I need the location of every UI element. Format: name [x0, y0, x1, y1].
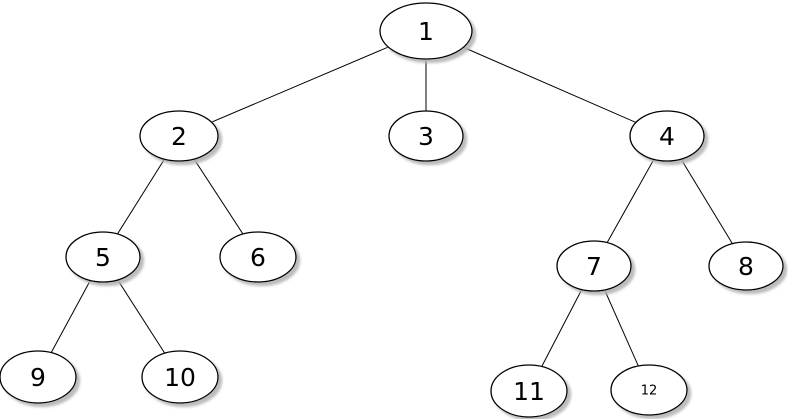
tree-node-11[interactable]: 11 — [490, 364, 568, 418]
node-ellipse — [379, 2, 473, 60]
node-label: 5 — [95, 243, 111, 272]
node-ellipse — [0, 350, 77, 404]
tree-node-5[interactable]: 5 — [65, 231, 141, 283]
node-label: 1 — [418, 17, 434, 46]
node-ellipse — [708, 241, 784, 291]
node-ellipse — [629, 110, 705, 162]
tree-node-7[interactable]: 7 — [556, 240, 632, 292]
tree-node-10[interactable]: 10 — [141, 350, 219, 404]
node-label: 2 — [171, 122, 187, 151]
node-label: 6 — [250, 243, 266, 272]
node-ellipse — [139, 110, 219, 162]
node-ellipse — [219, 231, 297, 283]
tree-node-1[interactable]: 1 — [379, 2, 473, 60]
node-label: 4 — [659, 122, 675, 151]
edge-layer — [37, 30, 747, 392]
node-ellipse — [610, 364, 688, 416]
edge-1-4 — [425, 30, 668, 137]
node-ellipse — [141, 350, 219, 404]
tree-node-4[interactable]: 4 — [629, 110, 705, 162]
tree-node-3[interactable]: 3 — [388, 110, 464, 162]
node-label: 11 — [513, 377, 545, 406]
tree-node-6[interactable]: 6 — [219, 231, 297, 283]
node-ellipse — [556, 240, 632, 292]
tree-node-12[interactable]: 12 — [610, 364, 688, 416]
tree-node-2[interactable]: 2 — [139, 110, 219, 162]
node-ellipse — [388, 110, 464, 162]
tree-node-9[interactable]: 9 — [0, 350, 77, 404]
node-ellipse — [490, 364, 568, 418]
node-label: 12 — [641, 384, 658, 399]
edge-1-2 — [178, 30, 427, 137]
node-label: 3 — [418, 122, 434, 151]
tree-node-8[interactable]: 8 — [708, 241, 784, 291]
node-ellipse — [65, 231, 141, 283]
node-label: 10 — [164, 363, 196, 392]
node-label: 7 — [586, 252, 602, 281]
node-label: 8 — [738, 252, 754, 281]
node-label: 9 — [30, 363, 46, 392]
